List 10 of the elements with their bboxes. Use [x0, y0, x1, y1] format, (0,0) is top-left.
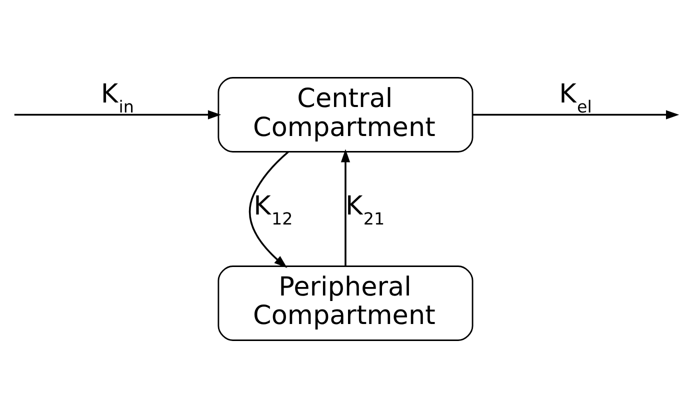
- node-box: Central Compartment: [218, 76, 474, 152]
- arrow: [14, 110, 222, 119]
- arrow: [340, 148, 350, 266]
- arrow: [248, 150, 289, 268]
- edge-label: K$_{el}$: [559, 78, 592, 116]
- edge-label: K$_{12}$: [254, 190, 293, 228]
- arrow: [472, 110, 680, 119]
- node-box: Peripheral Compartment: [218, 265, 474, 340]
- edge-label: K$_{in}$: [100, 78, 134, 116]
- edge-label: K$_{21}$: [346, 190, 385, 228]
